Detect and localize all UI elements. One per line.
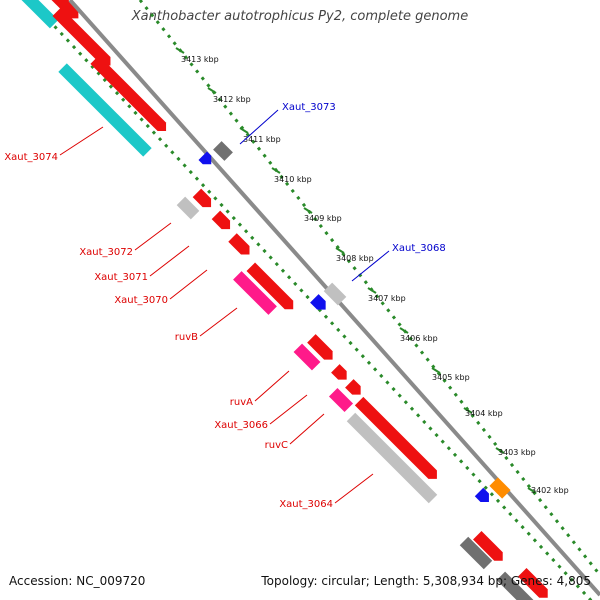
- gene-red-bottom: [473, 531, 503, 561]
- gene-red-ruva-b: [307, 334, 333, 360]
- leader-xaut-3064: [334, 473, 374, 504]
- gene-red-xaut-3071: [211, 210, 231, 230]
- tick-mark: [175, 47, 185, 54]
- leader-xaut-3071: [149, 245, 190, 277]
- gene-blue-xaut-3068: [310, 294, 326, 310]
- scale-lines: [28, 0, 600, 600]
- tick-mark: [335, 247, 345, 254]
- tick-mark: [463, 407, 473, 414]
- gene-darkgray-bottom-2: [496, 571, 534, 600]
- gene-red-top: [34, 0, 79, 19]
- tick-label: 3411 kbp: [243, 135, 281, 144]
- gene-blue-bottom: [474, 487, 489, 502]
- tick-label: 3406 kbp: [400, 334, 438, 343]
- gene-cyan-xaut-3074: [58, 63, 152, 157]
- gene-label: Xaut_3073: [282, 102, 336, 113]
- gene-gray-xaut-3064: [346, 412, 438, 504]
- gene-label: Xaut_3071: [94, 272, 148, 283]
- tick-mark: [207, 87, 217, 94]
- gene-red-upper: [90, 55, 167, 132]
- map-title: Xanthobacter autotrophicus Py2, complete…: [131, 9, 469, 24]
- leader-xaut-3068: [351, 250, 390, 282]
- genome-summary: Topology: circular; Length: 5,308,934 bp…: [261, 574, 591, 588]
- leader-xaut-3074: [59, 126, 104, 156]
- gene-label: Xaut_3072: [79, 247, 133, 258]
- tick-marks: [175, 47, 537, 494]
- tick-mark: [239, 127, 249, 134]
- tick-label: 3412 kbp: [213, 95, 251, 104]
- tick-label: 3403 kbp: [498, 448, 536, 457]
- gene-red-top-2: [52, 7, 111, 66]
- gene-label: Xaut_3074: [4, 152, 58, 163]
- gene-darkgray-bottom: [459, 536, 493, 570]
- scale-line-inner: [28, 0, 593, 600]
- gene-red-xaut-3070: [246, 262, 294, 310]
- gene-red-xaut-3066-a: [331, 364, 347, 380]
- tick-mark: [527, 487, 537, 494]
- leader-xaut-3072: [134, 222, 172, 251]
- gene-blue-xaut-3073: [198, 151, 212, 165]
- tick-mark: [271, 167, 281, 174]
- leader-xaut-3070: [169, 269, 208, 300]
- tick-label: 3410 kbp: [274, 175, 312, 184]
- gene-red-bottom-2: [518, 568, 548, 598]
- leader-lines: [59, 109, 390, 504]
- gene-pink-ruvb: [233, 271, 277, 315]
- gene-label: Xaut_3064: [279, 499, 333, 510]
- gene-label: ruvA: [230, 397, 253, 408]
- leader-xaut-3073: [239, 109, 279, 145]
- leader-xaut-3066: [269, 394, 308, 425]
- gene-darkgray-3073b: [213, 141, 233, 161]
- tick-label: 3407 kbp: [368, 294, 406, 303]
- gene-gray-xaut-3072: [176, 196, 200, 220]
- gene-pink-ruvc: [328, 387, 354, 413]
- tick-label: 3413 kbp: [181, 55, 219, 64]
- accession-label: Accession: NC_009720: [9, 574, 146, 588]
- gene-red-long: [354, 396, 437, 479]
- tick-mark: [495, 447, 505, 454]
- scale-line-outer: [138, 0, 600, 576]
- leader-ruvc: [289, 413, 325, 445]
- leader-ruvb: [199, 307, 238, 337]
- gene-label: Xaut_3066: [214, 420, 268, 431]
- gene-cyan-top: [7, 0, 59, 29]
- tick-mark: [431, 367, 441, 374]
- tick-label: 3409 kbp: [304, 214, 342, 223]
- gene-red-3072b: [192, 188, 212, 208]
- gene-red-xaut-3066-b: [345, 379, 361, 395]
- gene-label: ruvB: [175, 332, 198, 343]
- gene-red-3071b: [228, 233, 250, 255]
- tick-label: 3404 kbp: [465, 409, 503, 418]
- tick-mark: [399, 327, 409, 334]
- outer-genes: [198, 141, 511, 502]
- tick-label: 3402 kbp: [531, 486, 569, 495]
- gene-label: Xaut_3070: [114, 295, 168, 306]
- gene-pink-ruva: [293, 343, 321, 371]
- tick-label: 3408 kbp: [336, 254, 374, 263]
- gene-labels: Xaut_3074 Xaut_3072 Xaut_3071 Xaut_3070 …: [4, 102, 445, 510]
- gene-gray-3068b: [323, 282, 347, 306]
- tick-mark: [367, 287, 377, 294]
- tick-labels: 3413 kbp 3412 kbp 3411 kbp 3410 kbp 3409…: [181, 55, 569, 495]
- tick-mark: [303, 207, 313, 214]
- gene-label: Xaut_3068: [392, 243, 446, 254]
- gene-label: ruvC: [265, 440, 288, 451]
- leader-ruva: [254, 370, 290, 402]
- inner-genes: [7, 0, 548, 600]
- gene-orange-bottom: [489, 477, 511, 499]
- tick-label: 3405 kbp: [432, 373, 470, 382]
